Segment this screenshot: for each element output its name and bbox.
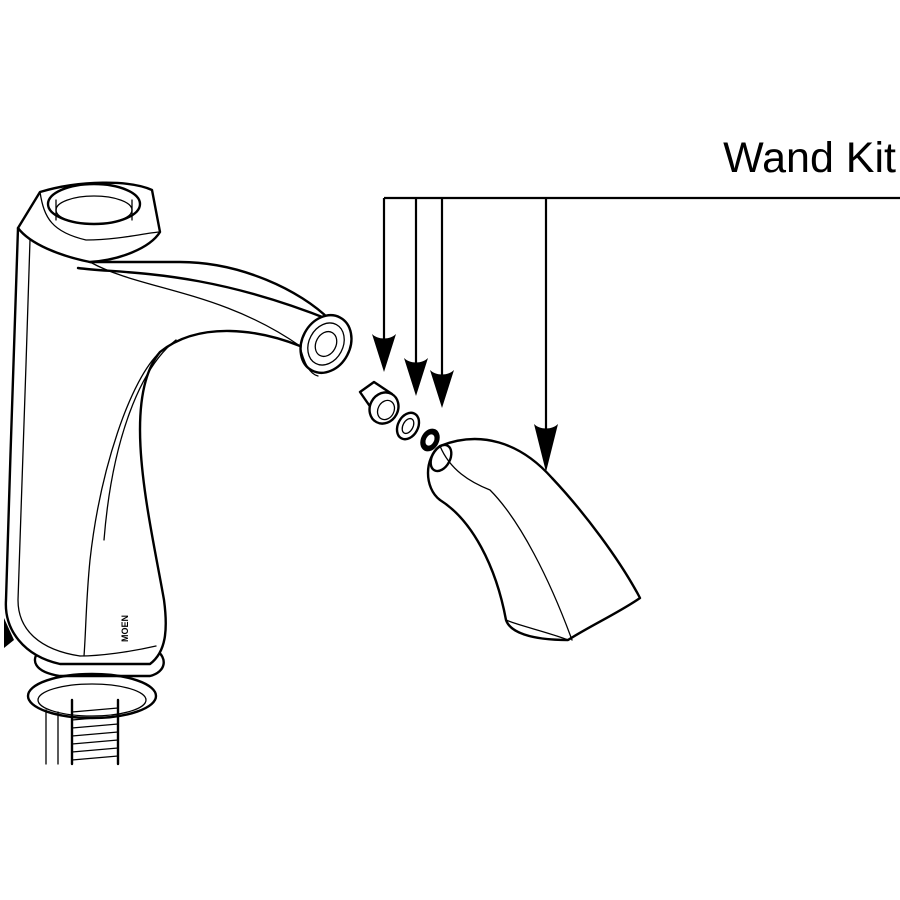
threaded-shank — [71, 707, 119, 761]
handle-edge-mark — [4, 618, 14, 648]
leader-arrow-wand — [534, 198, 558, 472]
wand-spout-part — [426, 437, 642, 642]
faucet-body: MOEN — [4, 181, 353, 766]
faucet-column — [4, 226, 332, 666]
leader-arrow-washer — [404, 198, 428, 396]
wand-kit-callout: Wand Kit — [372, 134, 900, 472]
wand-kit-label: Wand Kit — [723, 134, 896, 182]
o-ring-part — [420, 428, 440, 452]
leader-arrow-o-ring — [430, 198, 454, 408]
faucet-base-mount — [26, 648, 165, 766]
aerator-part — [358, 380, 400, 425]
wand-kit-parts — [358, 380, 642, 642]
brand-mark: MOEN — [120, 615, 130, 642]
spout-outlet — [299, 314, 353, 377]
washer-part — [395, 411, 421, 441]
leader-arrow-aerator — [372, 198, 396, 372]
faucet-top-cap — [16, 181, 162, 264]
